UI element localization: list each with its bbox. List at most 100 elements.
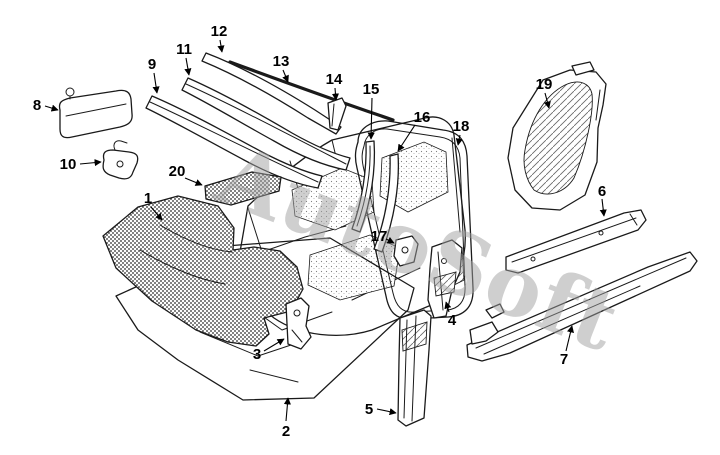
callout-5[interactable]: 5 <box>365 401 397 418</box>
leader-line <box>444 301 452 313</box>
callout-14[interactable]: 14 <box>326 71 343 101</box>
leader-line <box>599 198 607 217</box>
leader-line <box>263 338 285 352</box>
leader-line <box>385 236 395 244</box>
part-4-hatch <box>433 271 457 297</box>
callout-1-label: 1 <box>144 190 152 207</box>
part-12[interactable] <box>201 52 342 135</box>
part-9[interactable] <box>145 95 323 189</box>
leader-line <box>565 325 574 352</box>
part-4-detail <box>437 251 444 311</box>
callout-17[interactable]: 17 <box>371 228 395 245</box>
part-6[interactable] <box>505 209 647 274</box>
part-11-outline <box>181 77 351 171</box>
part-6-hole-left <box>530 256 536 262</box>
part-18[interactable] <box>354 120 474 320</box>
part-8-pivot <box>65 87 75 97</box>
part-1-contours <box>139 224 233 285</box>
callout-2[interactable]: 2 <box>282 397 292 440</box>
part-4-hole <box>441 258 447 264</box>
leader-line <box>184 57 192 76</box>
part-15[interactable] <box>351 140 376 233</box>
callout-7[interactable]: 7 <box>560 325 574 368</box>
leader-line <box>367 97 375 140</box>
callout-3-label: 3 <box>253 346 261 363</box>
part-13[interactable] <box>228 60 395 122</box>
callout-16[interactable]: 16 <box>397 109 431 152</box>
part-3-outline <box>285 297 312 350</box>
leader-line <box>283 397 292 422</box>
part-19[interactable] <box>507 61 607 211</box>
callout-3[interactable]: 3 <box>253 338 285 363</box>
callout-16-label: 16 <box>414 109 431 126</box>
part-7-end-tab <box>485 303 505 319</box>
callout-15[interactable]: 15 <box>363 81 380 140</box>
callout-18-label: 18 <box>453 118 470 135</box>
callout-12[interactable]: 12 <box>211 23 228 53</box>
callout-13-label: 13 <box>273 53 290 70</box>
callout-18[interactable]: 18 <box>453 118 470 146</box>
leader-line <box>331 87 340 101</box>
part-3-detail <box>291 329 303 343</box>
callout-17-label: 17 <box>371 228 388 245</box>
part-8-outline <box>58 89 133 139</box>
callout-13[interactable]: 13 <box>273 53 290 83</box>
part-1[interactable] <box>102 195 304 347</box>
callout-10[interactable]: 10 <box>60 156 102 173</box>
callout-11[interactable]: 11 <box>176 41 192 76</box>
part-14[interactable] <box>327 97 347 131</box>
callout-8-label: 8 <box>33 97 41 114</box>
part-14-outline <box>327 97 347 131</box>
part-11[interactable] <box>181 77 351 171</box>
leader-line <box>44 104 59 112</box>
part-12-outline <box>201 52 342 135</box>
part-14-detail <box>331 103 335 127</box>
part-7[interactable] <box>466 251 698 362</box>
callout-4-label: 4 <box>448 312 457 329</box>
part-16[interactable] <box>373 153 399 253</box>
callout-6-label: 6 <box>598 183 606 200</box>
part-17-hole <box>401 246 409 254</box>
part-11-detail <box>185 83 347 165</box>
callout-9[interactable]: 9 <box>148 56 160 94</box>
part-15-detail <box>356 145 371 227</box>
part-19-hatch <box>523 81 593 195</box>
part-6-detail <box>511 213 638 263</box>
part-5-hatch <box>401 321 428 352</box>
part-10[interactable] <box>102 140 139 180</box>
callout-15-label: 15 <box>363 81 380 98</box>
callout-20[interactable]: 20 <box>169 163 203 186</box>
part-2-outline <box>115 237 415 401</box>
leader-line <box>397 124 416 152</box>
part-5-detail <box>403 315 417 422</box>
part-10-hole <box>116 160 124 168</box>
part-8[interactable] <box>58 87 133 139</box>
callout-1[interactable]: 1 <box>144 190 163 221</box>
callout-6[interactable]: 6 <box>598 183 607 217</box>
callout-10-label: 10 <box>60 156 77 173</box>
leader-line <box>455 134 463 146</box>
leader-line <box>79 159 102 167</box>
callout-7-label: 7 <box>560 351 568 368</box>
callout-19-label: 19 <box>536 76 553 93</box>
callout-9-label: 9 <box>148 56 156 73</box>
part-17[interactable] <box>393 235 419 267</box>
callout-2-label: 2 <box>282 423 290 440</box>
callout-5-label: 5 <box>365 401 373 418</box>
part-20[interactable] <box>204 171 282 206</box>
part-1-outline <box>102 195 304 347</box>
part-13-strip <box>228 60 395 122</box>
part-10-outline <box>102 149 139 180</box>
part-6-hole-right <box>598 230 604 236</box>
callout-8[interactable]: 8 <box>33 97 59 114</box>
part-15-outline <box>351 140 376 233</box>
part-5[interactable] <box>397 309 432 427</box>
part-3[interactable] <box>285 297 312 350</box>
leader-line <box>543 92 551 109</box>
part-19-tab <box>571 61 595 76</box>
callout-19[interactable]: 19 <box>536 76 553 109</box>
part-7-outline <box>466 251 698 362</box>
leader-line <box>150 206 163 221</box>
callout-4[interactable]: 4 <box>444 301 457 329</box>
